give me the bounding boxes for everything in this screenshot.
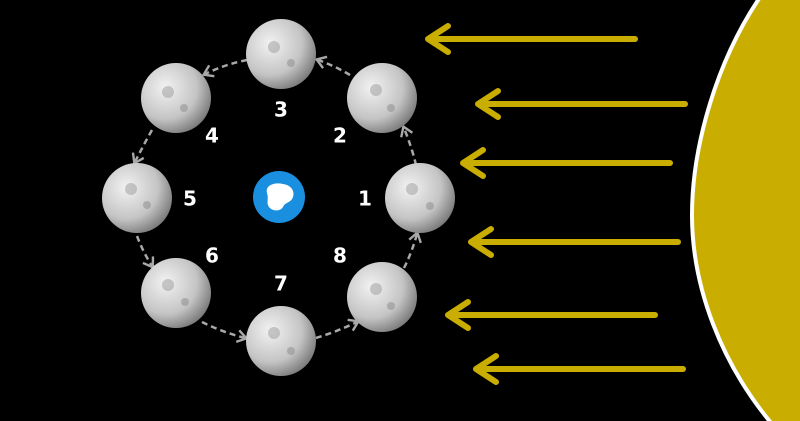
- moons: [102, 19, 455, 376]
- moon-icon: [347, 63, 417, 133]
- moon-phase-5: [102, 163, 172, 233]
- moon-icon: [102, 163, 172, 233]
- sun-icon: [689, 0, 800, 421]
- sunlight-arrow: [473, 353, 686, 385]
- sunlight-arrow: [445, 299, 658, 331]
- moon-icon: [141, 258, 211, 328]
- sunlight-arrow: [468, 226, 681, 258]
- phase-label-8: 8: [333, 244, 347, 268]
- orbit-arrow: [315, 318, 361, 340]
- phase-label-4: 4: [205, 124, 219, 148]
- moon-phase-4: [141, 63, 211, 133]
- moon-icon: [385, 163, 455, 233]
- sunlight-arrow: [425, 23, 638, 55]
- sunlight-arrows: [425, 23, 688, 385]
- phase-label-7: 7: [274, 272, 288, 296]
- orbit-arrow: [402, 230, 422, 269]
- orbit-arrow: [314, 55, 351, 77]
- moon-phase-3: [246, 19, 316, 89]
- moon-phase-7: [246, 306, 316, 376]
- phase-label-1: 1: [358, 187, 372, 211]
- orbit-arrow: [400, 124, 418, 166]
- earth-icon: [253, 171, 305, 223]
- orbit-arrow: [135, 235, 155, 270]
- phase-label-3: 3: [274, 98, 288, 122]
- moon-phase-8: [347, 262, 417, 332]
- orbit-arrow: [131, 129, 154, 166]
- moon-phase-2: [347, 63, 417, 133]
- moon-icon: [347, 262, 417, 332]
- phase-label-2: 2: [333, 124, 347, 148]
- phase-label-6: 6: [205, 244, 219, 268]
- moon-icon: [246, 306, 316, 376]
- orbit-arrows: [131, 55, 422, 344]
- sunlight-arrow: [460, 147, 673, 179]
- moon-icon: [141, 63, 211, 133]
- sunlight-arrow: [475, 88, 688, 120]
- orbit-arrow: [201, 320, 249, 344]
- moon-phase-1: [385, 163, 455, 233]
- moon-icon: [246, 19, 316, 89]
- phase-label-5: 5: [183, 187, 197, 211]
- moon-phase-6: [141, 258, 211, 328]
- phase-labels: 1 2 3 4 5 6 7 8: [183, 98, 372, 296]
- orbit-arrow: [201, 58, 248, 78]
